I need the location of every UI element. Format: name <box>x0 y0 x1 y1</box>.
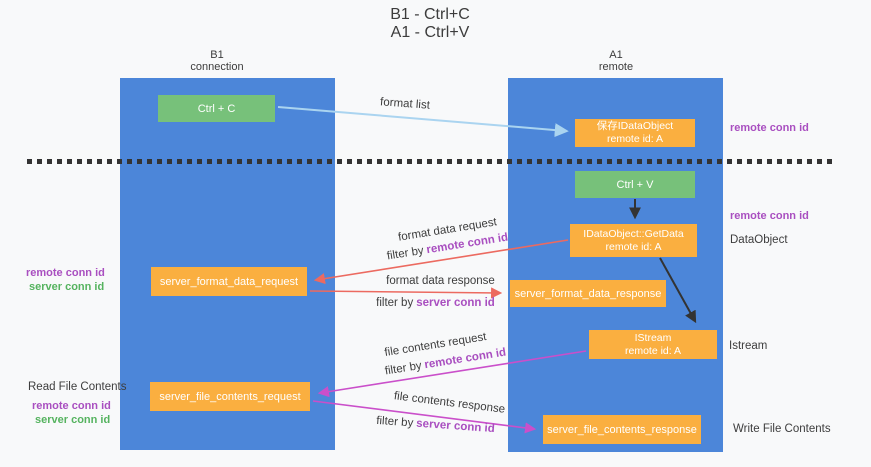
box-server-format-data-response: server_format_data_response <box>510 280 666 307</box>
right-column-role: remote <box>598 61 634 73</box>
right-remote-conn-id-1: remote conn id <box>730 122 809 134</box>
filter-by-text: filter by <box>375 414 414 430</box>
box-istream-line2: remote id: A <box>624 344 682 357</box>
box-ctrl-v: Ctrl + V <box>575 171 695 198</box>
box-save-idataobject-line2: remote id: A <box>606 133 664 145</box>
box-server-file-contents-request: server_file_contents_request <box>150 382 310 411</box>
right-column-name: A1 <box>609 49 623 61</box>
box-server-format-data-request-label: server_format_data_request <box>159 275 299 288</box>
box-save-idataobject-line1: 保存IDataObject <box>596 120 674 132</box>
left-remote-conn-id-1: remote conn id <box>26 267 105 279</box>
box-server-format-data-request: server_format_data_request <box>151 267 307 296</box>
diagram-title: B1 - Ctrl+C A1 - Ctrl+V <box>310 6 550 42</box>
left-server-conn-id-1: server conn id <box>29 281 105 293</box>
right-dataobject-label: DataObject <box>730 234 788 246</box>
arrow-format-data-response <box>309 287 503 299</box>
left-column-role: connection <box>190 61 244 73</box>
session-divider-dashed-line <box>27 159 836 164</box>
left-column-name: B1 <box>210 49 224 61</box>
right-write-file-contents-label: Write File Contents <box>733 423 831 435</box>
box-server-file-contents-request-label: server_file_contents_request <box>159 390 301 403</box>
box-idataobject-getdata: IDataObject::GetData remote id: A <box>570 224 697 257</box>
label-format-data-response: format data response <box>386 275 495 287</box>
left-column-header: B1 connection <box>157 49 277 73</box>
left-server-conn-id-2: server conn id <box>35 414 111 426</box>
left-remote-conn-id-2: remote conn id <box>32 400 111 412</box>
box-ctrl-c: Ctrl + C <box>158 95 275 122</box>
filter-by-text: filter by <box>386 244 425 263</box>
right-column-header: A1 remote <box>556 49 676 73</box>
label-format-list: format list <box>379 96 431 112</box>
left-read-file-contents-label: Read File Contents <box>28 381 127 393</box>
filter-by-text: filter by <box>384 359 423 378</box>
box-server-file-contents-response-label: server_file_contents_response <box>547 423 697 436</box>
title-line-2: A1 - Ctrl+V <box>390 24 470 41</box>
box-save-idataobject: 保存IDataObject remote id: A <box>575 119 695 147</box>
server-conn-id-text: server conn id <box>416 297 495 309</box>
right-istream-label: Istream <box>729 340 768 352</box>
box-ctrl-c-label: Ctrl + C <box>197 102 236 115</box>
label-file-contents-response: file contents response <box>393 390 506 416</box>
title-line-1: B1 - Ctrl+C <box>390 6 470 23</box>
box-server-format-data-response-label: server_format_data_response <box>514 287 662 300</box>
filter-by-text: filter by <box>376 297 414 309</box>
box-istream-line1: IStream <box>634 331 672 344</box>
box-istream: IStream remote id: A <box>589 330 717 359</box>
box-ctrl-v-label: Ctrl + V <box>616 178 654 191</box>
right-remote-conn-id-2: remote conn id <box>730 210 809 222</box>
box-server-file-contents-response: server_file_contents_response <box>543 415 701 444</box>
box-idataobject-getdata-line2: remote id: A <box>605 240 662 253</box>
server-conn-id-text: server conn id <box>415 417 496 436</box>
box-idataobject-getdata-line1: IDataObject::GetData <box>583 227 684 240</box>
